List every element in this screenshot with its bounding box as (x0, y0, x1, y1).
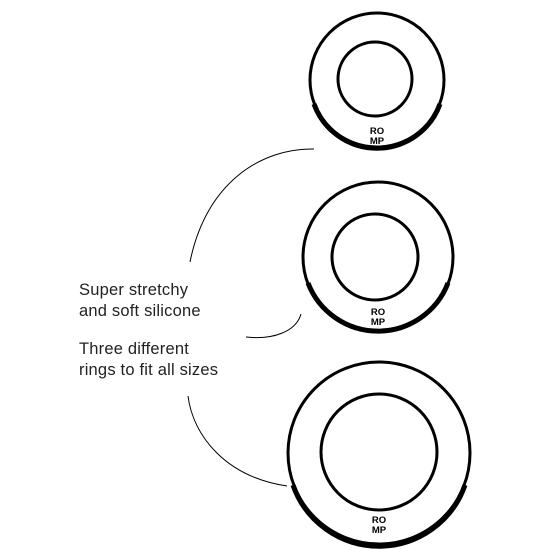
feature-caption-line: rings to fit all sizes (79, 361, 219, 379)
brand-logo-small: RO MP (370, 126, 385, 147)
brand-text-line1: RO (371, 307, 385, 318)
connector-line-middle (245, 313, 302, 339)
brand-text-line1: RO (372, 515, 386, 526)
feature-caption-line: Three different (79, 340, 190, 358)
feature-caption-line: and soft silicone (79, 302, 201, 320)
brand-logo-large: RO MP (372, 515, 387, 536)
brand-text-line2: MP (372, 525, 387, 536)
connector-line-top (189, 148, 315, 263)
ring-small: RO MP (308, 11, 446, 151)
feature-caption-line: Super stretchy (79, 281, 189, 299)
brand-text-line1: RO (370, 126, 384, 137)
brand-text-line2: MP (370, 136, 385, 147)
brand-logo-medium: RO MP (371, 307, 386, 328)
feature-caption-sizes: Three different rings to fit all sizes (79, 339, 218, 381)
ring-medium: RO MP (301, 180, 455, 334)
feature-caption-stretchy: Super stretchy and soft silicone (79, 280, 201, 322)
brand-text-line2: MP (371, 317, 386, 328)
ring-large: RO MP (286, 360, 472, 549)
connector-line-bottom (187, 395, 288, 487)
